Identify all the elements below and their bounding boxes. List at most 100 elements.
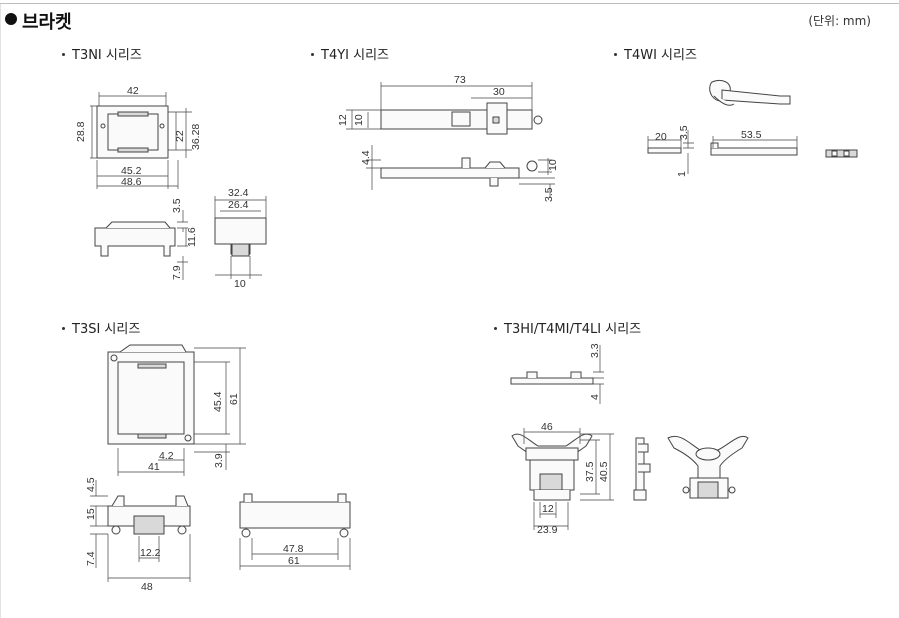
t3hi-iso-hole (695, 447, 721, 461)
t3hi-side-view (633, 437, 651, 501)
t4yi-clip-hole (492, 116, 500, 124)
t4wi-end-notch (831, 150, 838, 157)
t4yi-knob-side (526, 160, 538, 172)
t3si-latch-top (137, 363, 167, 369)
dim-label: 61 (288, 555, 300, 567)
dim-label: 32.4 (228, 187, 249, 199)
section-label-t3si: T3SI 시리즈 (62, 318, 140, 337)
t4yi-knob (533, 115, 543, 125)
t3si-end-view (239, 493, 351, 570)
dim-label: 4 (589, 394, 601, 400)
dim-label: 10 (234, 278, 246, 290)
dim-label: 22 (174, 130, 186, 142)
dim-label: 45.2 (121, 165, 142, 177)
dim-label: 4.2 (159, 450, 174, 462)
dim-label: 26.4 (228, 199, 249, 211)
dim-label: 12 (337, 114, 349, 126)
t4wi-body (710, 147, 798, 156)
dim-label: 12.2 (140, 547, 161, 559)
section-label-t3hi: T3HI/T4MI/T4LI 시리즈 (494, 318, 641, 337)
dim-label: 3.9 (213, 453, 225, 468)
t3hi-plate (510, 377, 594, 385)
dim-label: 4.4 (360, 150, 372, 165)
t3si-side-view (90, 480, 191, 582)
t3si-end-body (239, 501, 351, 529)
t3hi-iso-view (667, 436, 749, 499)
section-t4wi-text: T4WI 시리즈 (624, 48, 697, 63)
t4wi-end-notch (843, 150, 850, 157)
dim-label: 28.8 (75, 121, 87, 142)
section-label-t3ni: T3NI 시리즈 (62, 44, 142, 63)
bullet-dot-icon (62, 327, 65, 330)
t3hi-front-view (511, 428, 614, 530)
t3ni-latch-top (117, 111, 149, 117)
section-t3hi-text: T3HI/T4MI/T4LI 시리즈 (504, 322, 642, 337)
t4yi-body-side (380, 167, 520, 179)
dim-label: 1 (676, 171, 688, 177)
dim-label: 37.5 (584, 461, 596, 482)
dim-label: 48 (141, 581, 153, 593)
bullet-dot-icon (62, 53, 65, 56)
t4wi-end-view (825, 149, 858, 158)
t3hi-iso-pin (728, 486, 736, 494)
dim-label: 45.4 (212, 391, 224, 412)
dim-label: 10 (353, 114, 365, 126)
t3ni-front-view (90, 92, 192, 189)
t4wi-iso-view (709, 79, 791, 106)
dim-label: 3.5 (678, 125, 690, 140)
t3hi-top-view (510, 345, 604, 404)
dim-label: 3.3 (589, 343, 601, 358)
dim-label: 41 (148, 461, 160, 473)
dim-label: 23.9 (537, 524, 558, 536)
section-t4yi-text: T4YI 시리즈 (321, 48, 389, 63)
dim-label: 7.9 (171, 265, 183, 280)
bullet-dot-icon (494, 327, 497, 330)
left-border (0, 4, 1, 618)
t3si-latch-bottom (137, 433, 167, 439)
dim-label: 20 (655, 131, 667, 143)
t3si-tab (133, 515, 165, 535)
t3ni-end-view (214, 196, 267, 279)
dim-label: 40.5 (598, 461, 610, 482)
dim-label: 47.8 (283, 543, 304, 555)
t4yi-top-view (346, 82, 543, 135)
t4yi-slot (451, 111, 471, 127)
dim-label: 46 (541, 421, 553, 433)
t4wi-end-part (647, 147, 682, 154)
t3hi-iso-clip (697, 481, 719, 499)
t3si-end-foot (339, 528, 349, 538)
dim-label: 10 (547, 159, 559, 171)
dim-label: 15 (85, 508, 97, 520)
unit-note: (단위: mm) (808, 14, 871, 28)
section-label-t4yi: T4YI 시리즈 (311, 44, 389, 63)
t3si-window (117, 361, 185, 435)
t3ni-side-view (94, 210, 188, 280)
t3ni-hole-right (159, 123, 165, 129)
t3hi-iso-pin (682, 486, 690, 494)
dim-label: 3.5 (171, 198, 183, 213)
dim-label: 36.28 (190, 124, 202, 150)
bullet-icon (5, 13, 17, 25)
dim-label: 11.6 (186, 227, 198, 247)
t3hi-clip (539, 473, 563, 491)
dim-label: 12 (542, 503, 554, 515)
t3si-foot (111, 525, 121, 535)
dim-label: 3.5 (543, 187, 555, 202)
bullet-dot-icon (614, 53, 617, 56)
t3ni-latch-bottom (117, 147, 149, 153)
t3si-foot (177, 525, 187, 535)
t3ni-window (107, 113, 159, 151)
section-t3ni-text: T3NI 시리즈 (72, 48, 142, 63)
t4yi-side-view (366, 145, 555, 198)
t4wi-side-views (647, 130, 858, 174)
section-label-t4wi: T4WI 시리즈 (614, 44, 697, 63)
dim-label: 61 (228, 393, 240, 405)
dim-label: 42 (127, 85, 139, 97)
t3si-hole (184, 434, 192, 442)
t3si-front-view (107, 344, 246, 476)
dim-label: 7.4 (85, 551, 97, 566)
dim-label: 4.5 (85, 477, 97, 492)
dim-label: 53.5 (741, 129, 762, 141)
page-title: 브라켓 (22, 12, 72, 33)
